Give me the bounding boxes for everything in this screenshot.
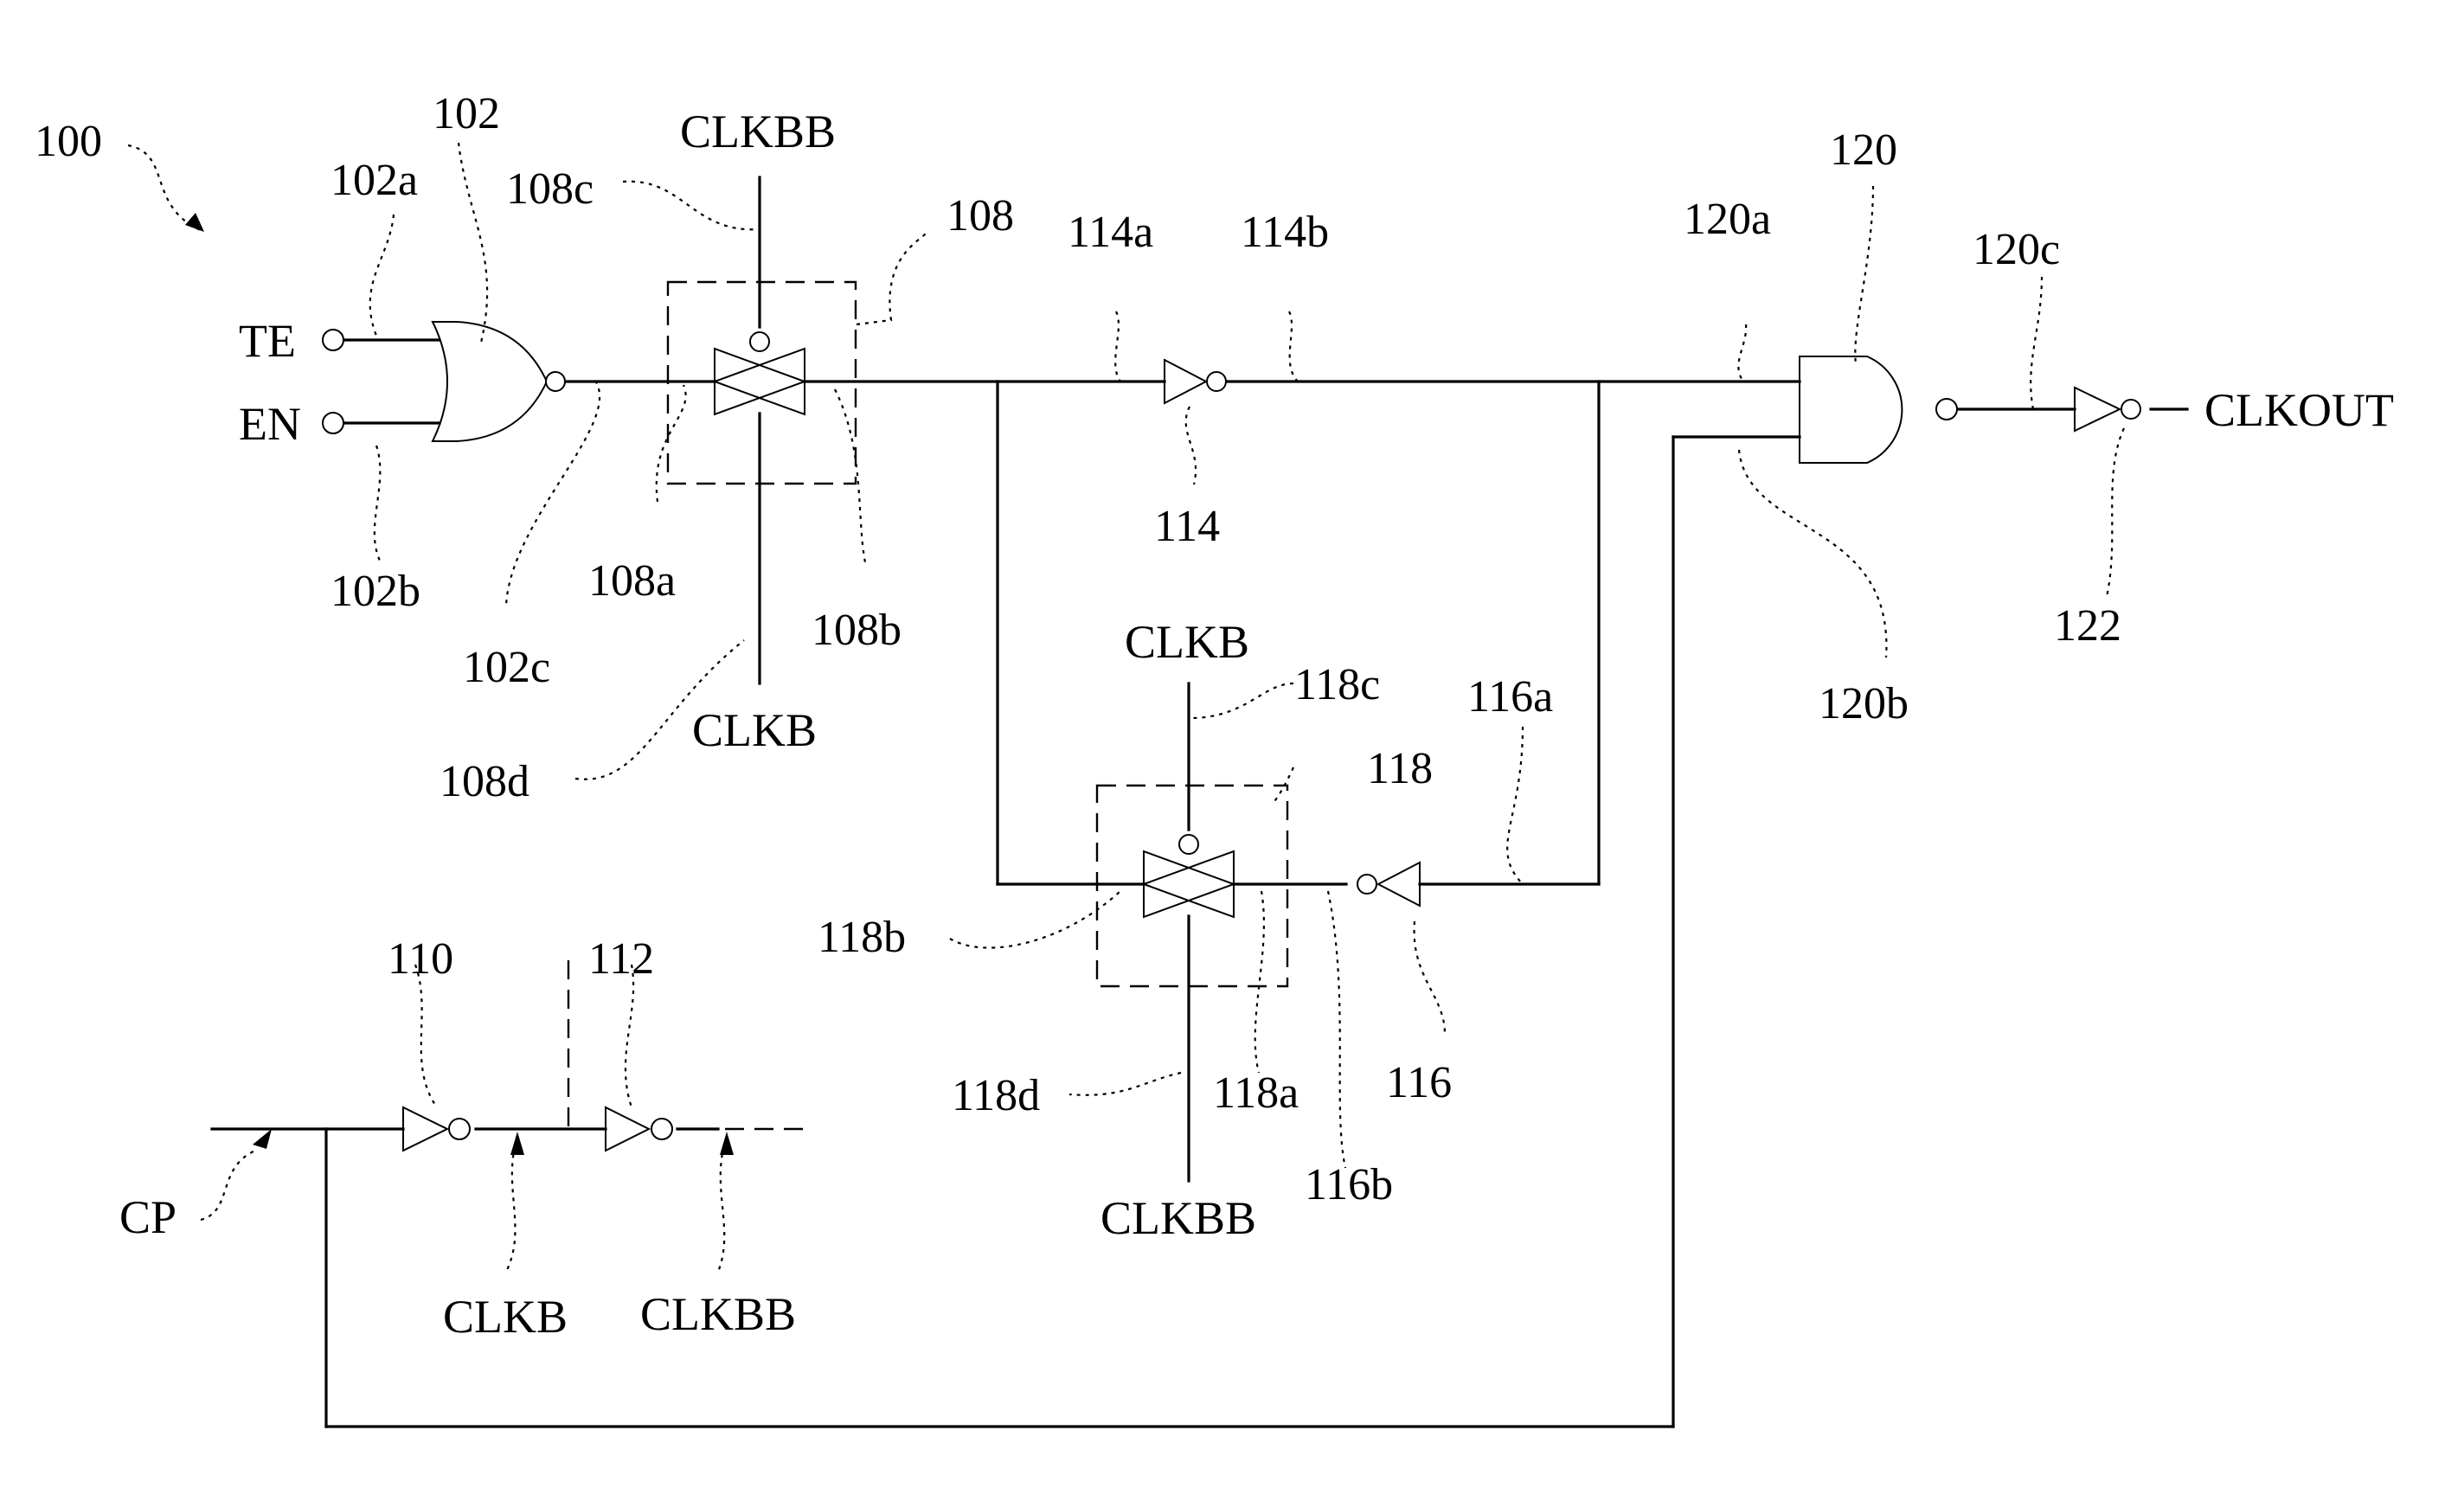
inverter-110 — [403, 1107, 470, 1151]
ref-108c: 108c — [506, 164, 594, 214]
ref-102b: 102b — [330, 567, 420, 616]
ref-118a: 118a — [1213, 1068, 1299, 1118]
ref-102a: 102a — [330, 156, 418, 205]
ref-114: 114 — [1154, 502, 1220, 551]
ref-116b: 116b — [1305, 1160, 1393, 1209]
reference-numerals: 100 102 102a 102b 102c 108 108a 108b 108… — [35, 89, 2121, 1209]
input-en-label: EN — [239, 398, 301, 450]
inverter-114 — [1165, 360, 1226, 403]
ref-118b: 118b — [818, 913, 906, 962]
tg108-bottom-clock-label: CLKB — [692, 704, 817, 756]
ref-102c: 102c — [463, 643, 550, 692]
ref-108b: 108b — [812, 606, 902, 655]
tg108-top-clock-label: CLKBB — [680, 106, 836, 157]
ref-120a: 120a — [1684, 195, 1771, 244]
ref-120c: 120c — [1973, 225, 2060, 274]
output-clkout-label: CLKOUT — [2204, 384, 2394, 436]
ref-114a: 114a — [1068, 208, 1153, 257]
ref-114b: 114b — [1241, 208, 1329, 257]
input-te-label: TE — [239, 315, 296, 367]
signal-labels: TE EN CP CLKOUT CLKBB CLKB CLKB CLKBB CL… — [119, 106, 2394, 1343]
ref-120: 120 — [1830, 125, 1897, 175]
tg118-bottom-clock-label: CLKBB — [1100, 1192, 1256, 1244]
inverter-122 — [2075, 388, 2140, 431]
ref-122: 122 — [2054, 601, 2121, 651]
input-terminals — [323, 330, 343, 433]
input-cp-label: CP — [119, 1191, 176, 1243]
ref-108d: 108d — [440, 757, 529, 806]
te-terminal-icon — [323, 330, 343, 350]
en-terminal-icon — [323, 413, 343, 433]
ref-118c: 118c — [1294, 660, 1380, 709]
nor-gate-102 — [433, 322, 565, 441]
transmission-gate-118 — [1097, 786, 1287, 986]
ref-120b: 120b — [1819, 679, 1909, 728]
inverter-116 — [1357, 863, 1420, 906]
clkb-arrow-icon — [510, 1132, 524, 1155]
ref-100: 100 — [35, 117, 102, 166]
ref-108a: 108a — [588, 556, 676, 606]
inv110-clock-label: CLKB — [443, 1291, 568, 1343]
ref-108: 108 — [946, 191, 1014, 241]
cp-arrow-icon — [253, 1129, 272, 1149]
figure-arrow-icon — [185, 213, 204, 232]
inv112-clock-label: CLKBB — [640, 1288, 796, 1340]
ref-110: 110 — [388, 934, 453, 984]
inverter-112 — [606, 1107, 672, 1151]
ref-118d: 118d — [952, 1071, 1040, 1120]
nand-gate-120 — [1800, 356, 1957, 463]
clkbb-arrow-icon — [720, 1132, 734, 1155]
ref-116: 116 — [1386, 1058, 1452, 1107]
tg118-boundary — [1097, 786, 1287, 986]
ref-102: 102 — [433, 89, 500, 138]
ref-116a: 116a — [1467, 672, 1553, 722]
tg118-top-clock-label: CLKB — [1125, 616, 1249, 668]
ref-118: 118 — [1367, 744, 1433, 793]
ref-112: 112 — [588, 934, 654, 984]
